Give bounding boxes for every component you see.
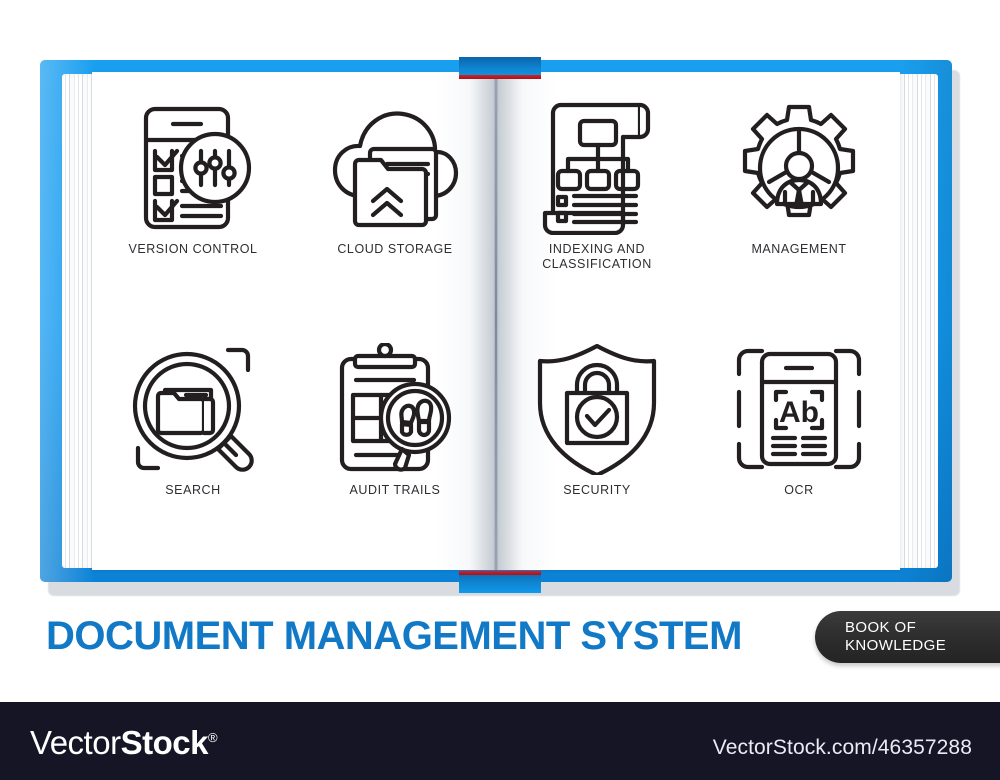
vectorstock-url: VectorStock.com/46357288 (712, 736, 972, 759)
indexing-classification-icon (531, 98, 663, 238)
icon-label: INDEXING AND CLASSIFICATION (542, 242, 652, 271)
spine-red-stripe-top (459, 75, 541, 79)
icon-cell-audit-trails[interactable]: AUDIT TRAILS (294, 321, 496, 570)
management-gear-icon (733, 98, 865, 238)
icon-label: SECURITY (563, 483, 631, 497)
logo-vector: Vector (30, 724, 121, 761)
audit-trails-icon (329, 339, 461, 479)
icon-label: AUDIT TRAILS (349, 483, 441, 497)
badge-label: BOOK OF KNOWLEDGE (845, 619, 947, 654)
icon-label: OCR (784, 483, 814, 497)
icon-label: VERSION CONTROL (128, 242, 258, 256)
icon-grid: VERSION CONTROL CLOUD STORAGE (92, 72, 900, 570)
ocr-scan-icon: Ab (733, 339, 865, 479)
book-spine-line (495, 72, 497, 570)
icon-label: SEARCH (165, 483, 221, 497)
icon-cell-version-control[interactable]: VERSION CONTROL (92, 72, 294, 321)
icon-cell-security[interactable]: SECURITY (496, 321, 698, 570)
logo-stock: Stock (120, 724, 209, 761)
page-title: DOCUMENT MANAGEMENT SYSTEM (46, 614, 742, 658)
open-book: VERSION CONTROL CLOUD STORAGE (40, 57, 960, 596)
spine-cap-bottom (459, 571, 541, 593)
icon-label: CLOUD STORAGE (337, 242, 453, 256)
spine-cap-top (459, 57, 541, 79)
icon-cell-search[interactable]: SEARCH (92, 321, 294, 570)
version-control-icon (127, 98, 259, 238)
spine-red-stripe-bottom (459, 571, 541, 575)
icon-label: MANAGEMENT (751, 242, 847, 256)
page-edges-right (894, 74, 938, 568)
security-shield-lock-icon (531, 339, 663, 479)
search-folder-icon (127, 339, 259, 479)
icon-cell-indexing-classification[interactable]: INDEXING AND CLASSIFICATION (496, 72, 698, 321)
icon-cell-cloud-storage[interactable]: CLOUD STORAGE (294, 72, 496, 321)
logo-registered-mark: ® (207, 730, 218, 745)
ocr-icon-text: Ab (779, 396, 819, 429)
book-of-knowledge-badge: BOOK OF KNOWLEDGE (815, 611, 1000, 663)
icon-cell-ocr[interactable]: Ab OCR (698, 321, 900, 570)
vectorstock-footer: VectorStock® VectorStock.com/46357288 (0, 702, 1000, 780)
cloud-storage-icon (329, 98, 461, 238)
vectorstock-logo: VectorStock® (30, 724, 218, 762)
icon-cell-management[interactable]: MANAGEMENT (698, 72, 900, 321)
